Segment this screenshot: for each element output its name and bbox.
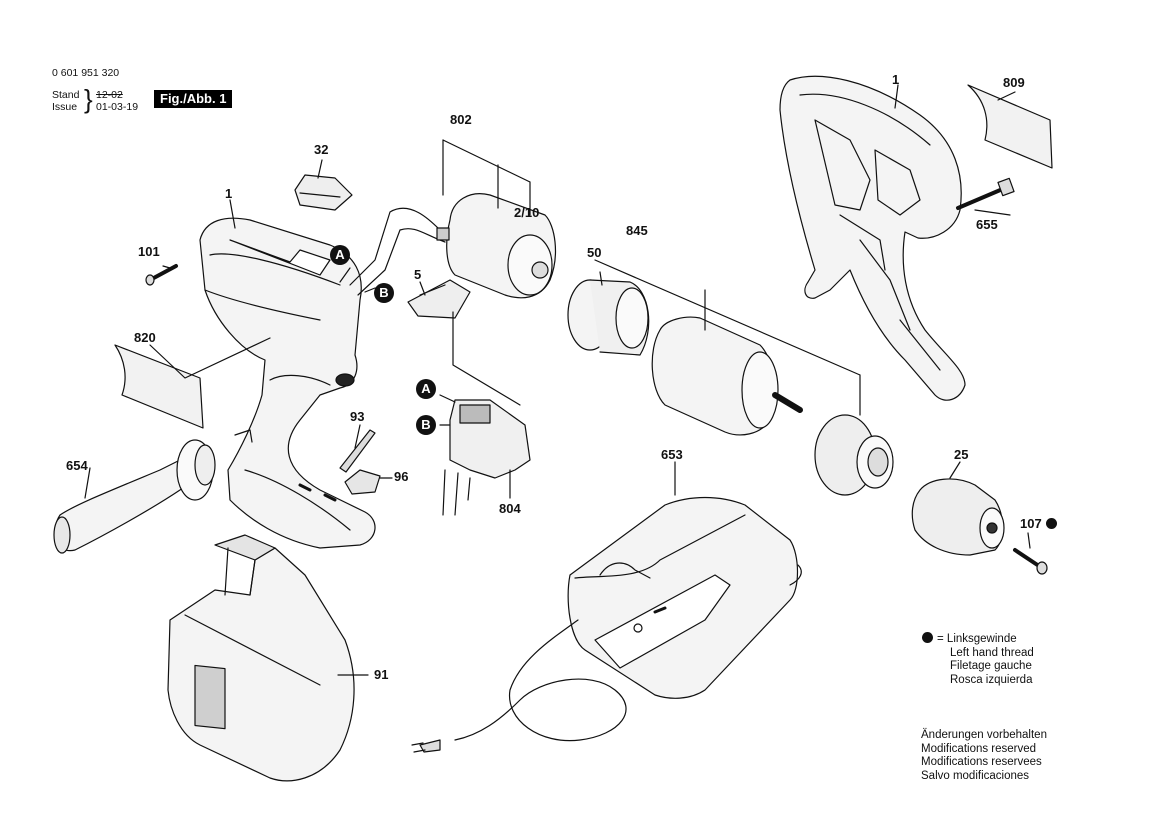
callout-91: 91 bbox=[374, 667, 389, 682]
leader-654 bbox=[84, 467, 91, 499]
chuck-25 bbox=[911, 478, 1005, 556]
part-number: 0 601 951 320 bbox=[52, 67, 120, 79]
callout-804: 804 bbox=[499, 501, 521, 516]
thread-legend: = Linksgewinde Left hand thread Filetage… bbox=[922, 632, 1034, 687]
switch-804 bbox=[442, 399, 531, 516]
leader-5 bbox=[419, 281, 426, 296]
marker-b-top: B bbox=[374, 283, 394, 303]
callout-5: 5 bbox=[414, 267, 422, 282]
screw-101 bbox=[145, 264, 178, 286]
callout-101: 101 bbox=[138, 244, 160, 259]
marker-a-top: A bbox=[330, 245, 350, 265]
callout-654: 654 bbox=[66, 458, 88, 473]
callout-820: 820 bbox=[134, 330, 156, 345]
callout-845: 845 bbox=[626, 223, 648, 238]
leader-107 bbox=[1027, 532, 1031, 549]
marker-b-mid: B bbox=[416, 415, 436, 435]
leader-101 bbox=[162, 265, 171, 269]
legend-dot-icon bbox=[922, 632, 933, 643]
modifications-note: Änderungen vorbehalten Modifications res… bbox=[921, 729, 1047, 783]
left-thread-dot-icon bbox=[1045, 518, 1057, 529]
callout-107: 107 bbox=[1020, 517, 1057, 531]
leader-a-mid bbox=[439, 394, 456, 403]
gear-ring-50 bbox=[567, 279, 650, 356]
leader-93 bbox=[354, 424, 361, 449]
mod-line-2: Modifications reserved bbox=[921, 742, 1037, 755]
legend-line-1: Linksgewinde bbox=[946, 633, 1017, 645]
callout-107-text: 107 bbox=[1020, 516, 1042, 531]
figure-badge: Fig./Abb. 1 bbox=[154, 90, 233, 108]
callout-25: 25 bbox=[954, 447, 969, 462]
legend-line-4: Rosca izquierda bbox=[950, 673, 1033, 686]
label-820 bbox=[114, 344, 204, 429]
stand-value: 12-02 bbox=[96, 89, 123, 101]
label-809 bbox=[967, 84, 1053, 169]
left-housing bbox=[199, 217, 376, 549]
marker-a-mid: A bbox=[416, 379, 436, 399]
battery-91 bbox=[167, 534, 355, 782]
leader-50 bbox=[599, 271, 603, 286]
bit-93 bbox=[339, 429, 376, 473]
screw-655 bbox=[956, 177, 1015, 210]
gearbox-845 bbox=[594, 259, 861, 436]
issue-value: 01-03-19 bbox=[96, 101, 139, 113]
right-housing bbox=[779, 75, 966, 401]
leader-655 bbox=[974, 209, 1011, 216]
leader-b-top bbox=[364, 287, 376, 293]
leader-a-top bbox=[339, 267, 351, 283]
callout-93: 93 bbox=[350, 409, 365, 424]
callout-96: 96 bbox=[394, 469, 409, 484]
issue-label: Issue bbox=[52, 101, 78, 113]
brush-5 bbox=[407, 279, 471, 319]
leader-1-left bbox=[229, 199, 236, 229]
leader-1-right bbox=[894, 84, 899, 109]
callout-50: 50 bbox=[587, 245, 602, 260]
handle-654 bbox=[53, 439, 216, 554]
leader-25 bbox=[949, 461, 961, 479]
mod-line-4: Salvo modificaciones bbox=[921, 769, 1030, 782]
charger-653 bbox=[411, 496, 802, 753]
callout-1-left: 1 bbox=[225, 186, 233, 201]
callout-653: 653 bbox=[661, 447, 683, 462]
clip-96 bbox=[344, 469, 381, 495]
callout-1-right: 1 bbox=[892, 72, 900, 87]
callout-2-10: 2/10 bbox=[514, 205, 540, 220]
legend-line-3: Filetage gauche bbox=[950, 660, 1032, 672]
mod-line-3: Modifications reservees bbox=[921, 756, 1042, 768]
callout-32: 32 bbox=[314, 142, 329, 157]
callout-809: 809 bbox=[1003, 75, 1025, 90]
mod-line-1: Änderungen vorbehalten bbox=[921, 729, 1047, 741]
leader-32 bbox=[317, 159, 323, 179]
screw-107 bbox=[1013, 548, 1048, 575]
motor-802 bbox=[349, 193, 556, 299]
leader-809 bbox=[997, 91, 1016, 101]
callout-655: 655 bbox=[976, 217, 998, 232]
callout-802: 802 bbox=[450, 112, 472, 127]
switch-cap-32 bbox=[294, 174, 353, 211]
stand-label: Stand bbox=[52, 89, 80, 101]
header-brace: } bbox=[84, 84, 93, 114]
legend-line-2: Left hand thread bbox=[950, 646, 1034, 659]
leader-820 bbox=[149, 337, 271, 379]
